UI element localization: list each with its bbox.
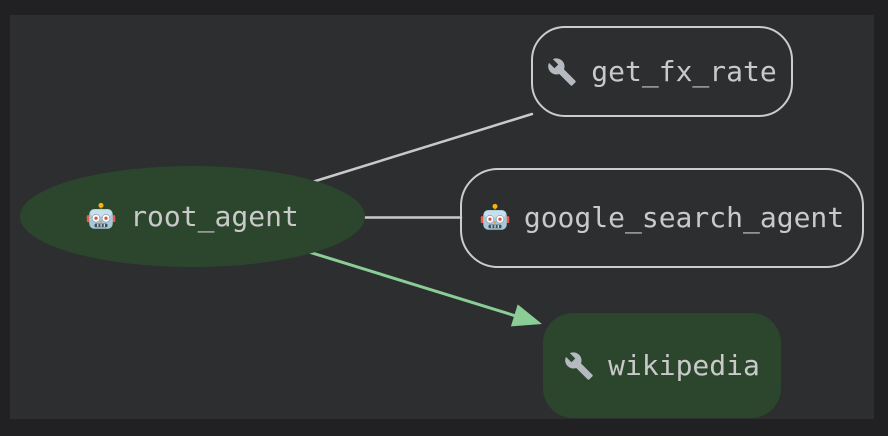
node-label: google_search_agent (523, 201, 845, 234)
robot-icon (86, 202, 116, 232)
wrench-icon (564, 351, 594, 381)
node-label: root_agent (130, 199, 299, 233)
node-root-agent[interactable]: root_agent (20, 166, 365, 267)
node-wikipedia[interactable]: wikipedia (543, 313, 781, 418)
node-google-search-agent[interactable]: google_search_agent (460, 168, 864, 268)
node-get-fx-rate[interactable]: get_fx_rate (531, 26, 793, 117)
node-label: wikipedia (608, 348, 760, 382)
node-label: get_fx_rate (591, 54, 777, 88)
wrench-icon (547, 57, 577, 87)
robot-icon (480, 203, 510, 233)
